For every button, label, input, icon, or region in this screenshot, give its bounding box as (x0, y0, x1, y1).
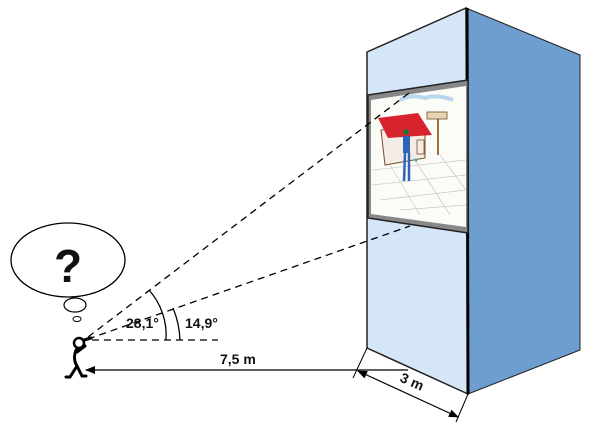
sight-line-top (87, 89, 414, 338)
angle-arc-bottom (172, 307, 181, 341)
person-icon (64, 336, 93, 379)
sign-drawing (426, 111, 448, 155)
tower-side-face (465, 7, 581, 395)
sight-line-bottom (87, 225, 411, 340)
depth-dimension-line (357, 370, 459, 418)
depth-extension-left (352, 347, 368, 379)
angle-bottom-label: 14,9° (185, 315, 218, 331)
question-mark: ? (54, 240, 82, 292)
thought-bubble: ? (10, 222, 126, 322)
distance-label: 7,5 m (220, 351, 256, 367)
angle-top-label: 28,1° (126, 315, 159, 331)
man-drawing (402, 129, 418, 182)
screen-picture (367, 79, 469, 234)
sight-lines (87, 89, 414, 341)
depth-extension-right (455, 393, 469, 423)
angle-arc-top (148, 289, 167, 341)
